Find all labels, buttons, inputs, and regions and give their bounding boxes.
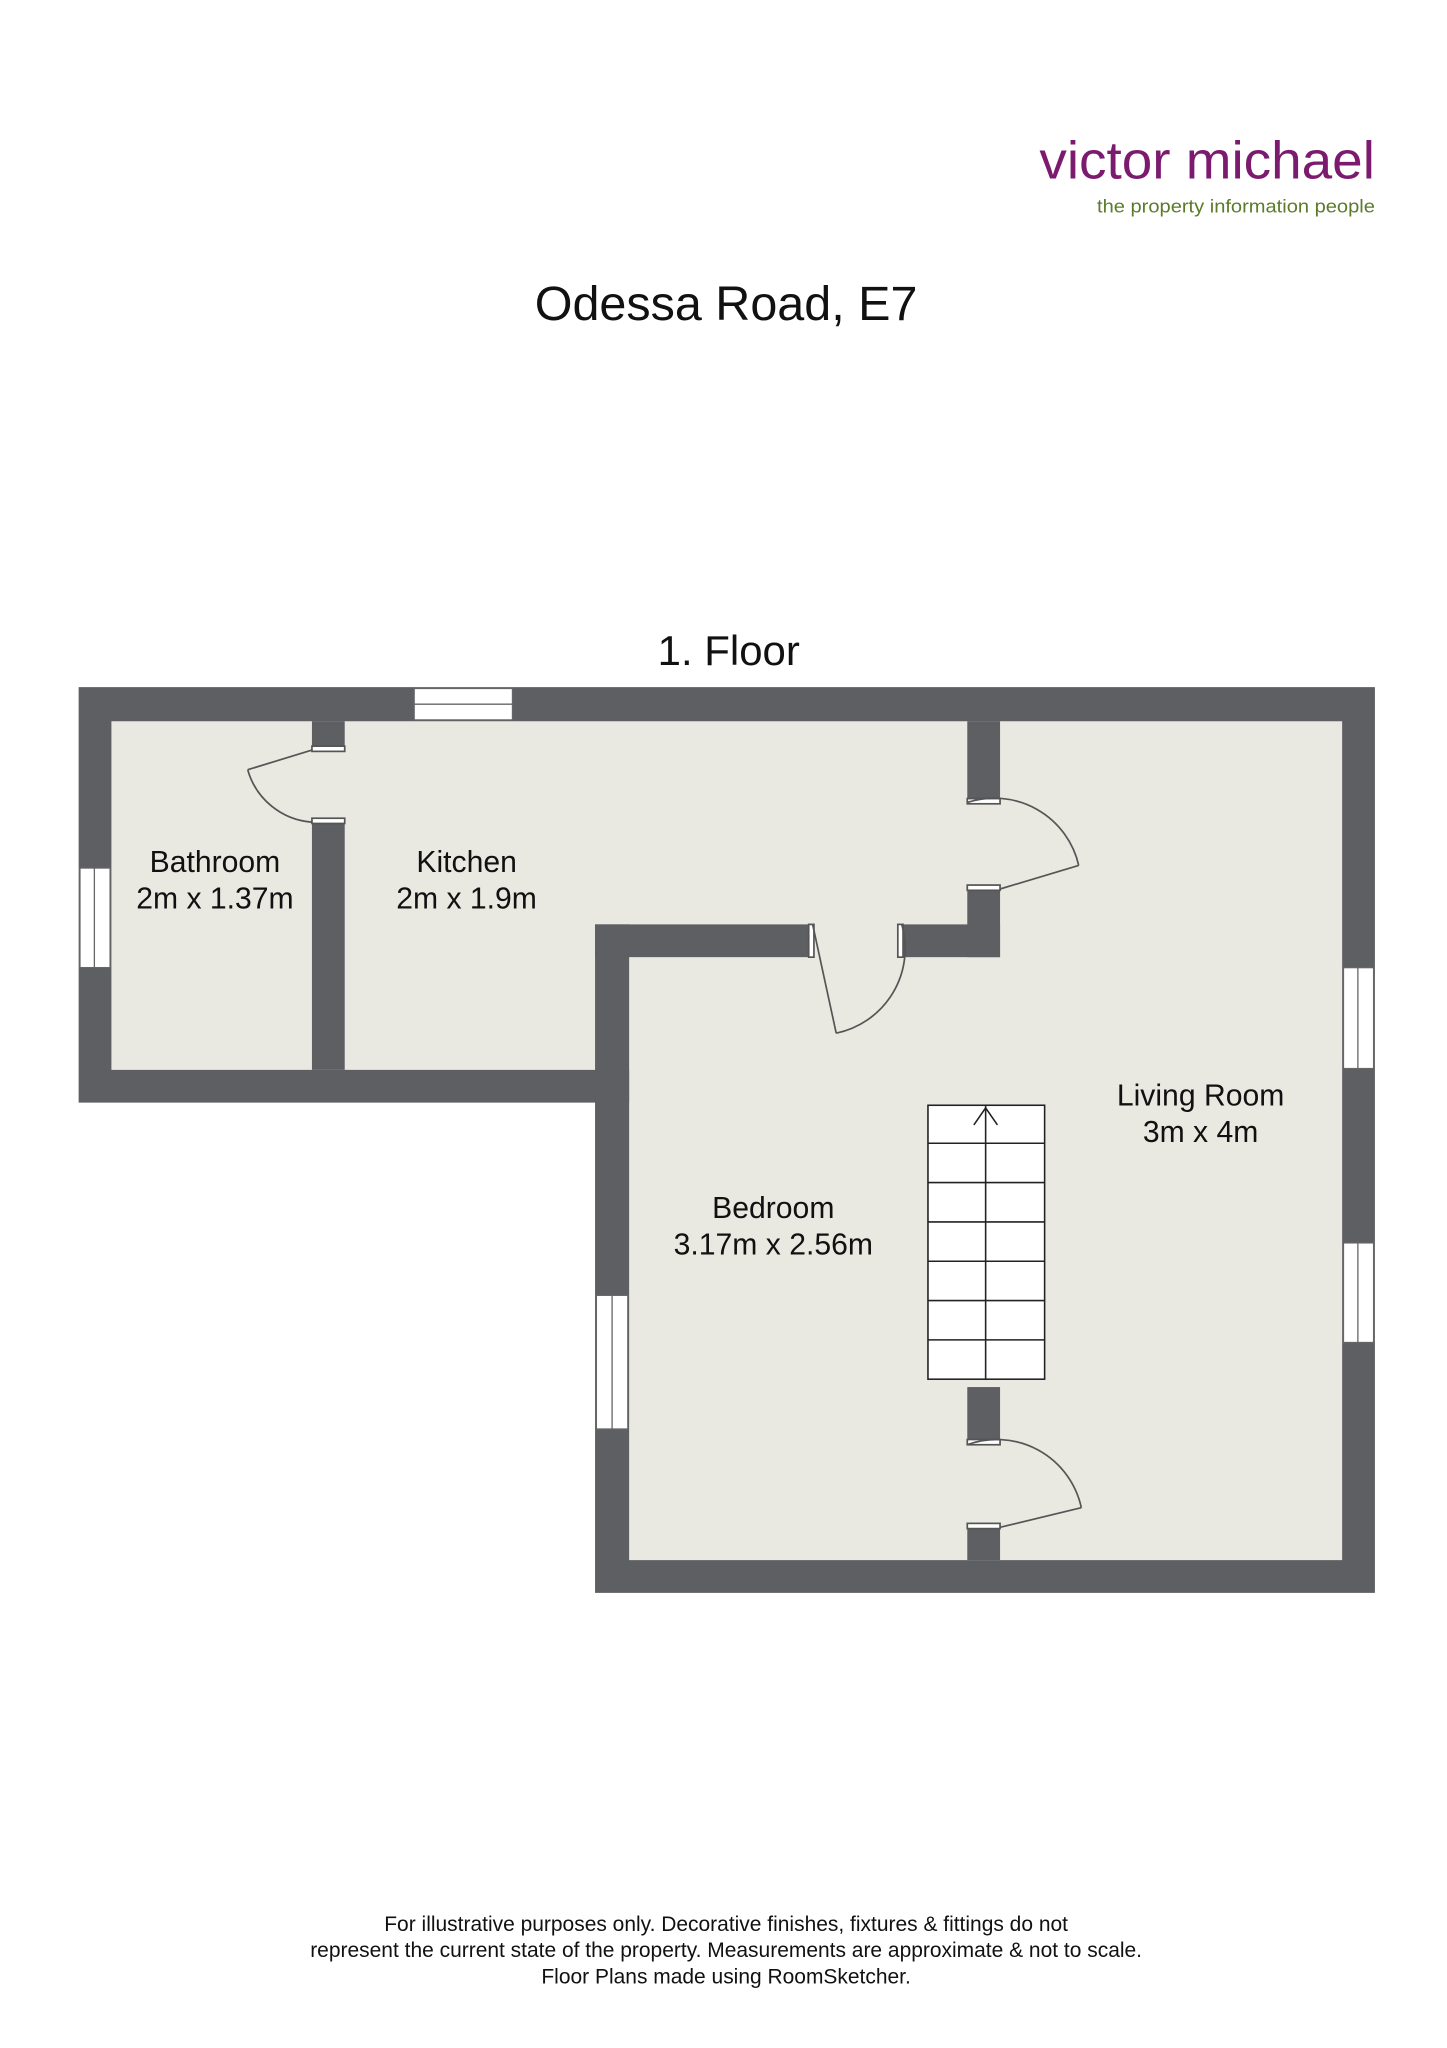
disclaimer-line: represent the current state of the prope… — [310, 1939, 1142, 1962]
windows — [79, 687, 1375, 1430]
window-bathroom — [79, 867, 111, 969]
room-size-bathroom: 2m x 1.37m — [136, 883, 293, 916]
disclaimer-line: For illustrative purposes only. Decorati… — [384, 1913, 1068, 1936]
logo-tagline: the property information people — [1097, 196, 1375, 217]
door-living-bedroom — [966, 1438, 1083, 1530]
page-title: Odessa Road, E7 — [535, 277, 918, 331]
floor-label: 1. Floor — [658, 627, 800, 674]
logo-brand: victor michael — [1039, 133, 1375, 191]
disclaimer: For illustrative purposes only. Decorati… — [310, 1913, 1142, 1988]
window-living-1 — [1342, 966, 1375, 1070]
staircase — [927, 1104, 1046, 1380]
door-kitchen-living — [966, 797, 1080, 892]
interior-walls — [311, 721, 1001, 1561]
disclaimer-line: Floor Plans made using RoomSketcher. — [541, 1965, 910, 1988]
window-kitchen-top — [413, 687, 514, 721]
room-size-kitchen: 2m x 1.9m — [396, 883, 537, 916]
company-logo: victor michael the property information … — [1039, 133, 1375, 217]
room-size-bedroom: 3.17m x 2.56m — [674, 1229, 873, 1262]
room-name-bathroom: Bathroom — [150, 846, 281, 879]
floor-plan: Bathroom 2m x 1.37m Kitchen 2m x 1.9m Li… — [78, 687, 1375, 1593]
room-name-kitchen: Kitchen — [416, 846, 516, 879]
room-size-living-room: 3m x 4m — [1143, 1116, 1259, 1149]
room-name-living-room: Living Room — [1117, 1079, 1284, 1112]
doors — [246, 745, 1083, 1530]
door-bathroom — [246, 745, 346, 825]
window-bedroom — [595, 1294, 629, 1430]
stairs-up-arrow-icon — [973, 1106, 999, 1126]
door-kitchen-bedroom — [807, 923, 907, 1035]
room-name-bedroom: Bedroom — [712, 1192, 834, 1225]
window-living-2 — [1342, 1242, 1375, 1344]
